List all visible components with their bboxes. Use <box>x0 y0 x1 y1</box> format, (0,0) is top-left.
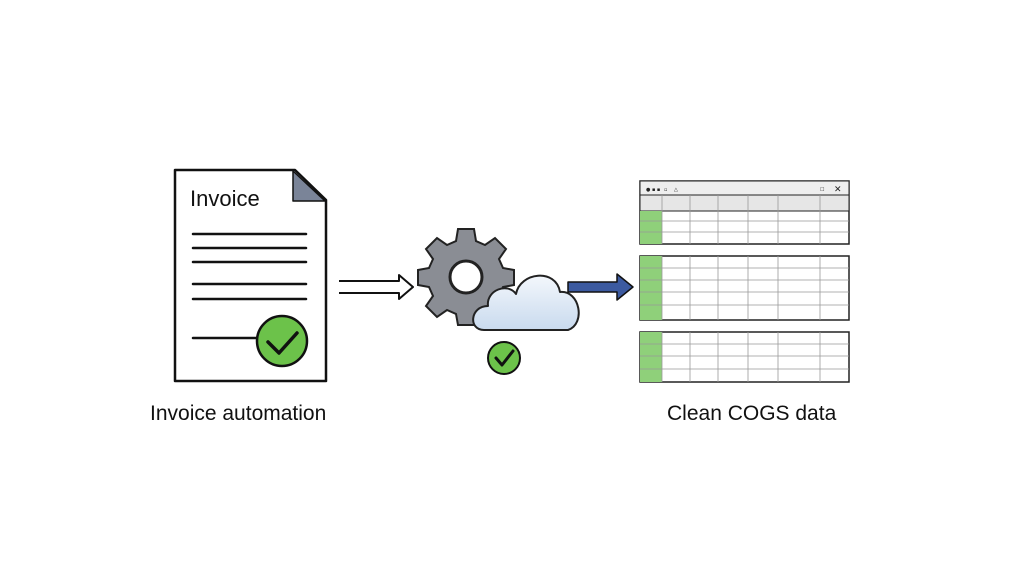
svg-text:▫: ▫ <box>664 187 667 193</box>
hollow-arrow-icon <box>339 274 414 300</box>
invoice-automation-label: Invoice automation <box>150 402 327 425</box>
invoice-title: Invoice <box>190 186 260 211</box>
blue-arrow-icon <box>567 273 634 301</box>
cloud-icon <box>472 274 580 331</box>
clean-cogs-data-label: Clean COGS data <box>667 402 837 425</box>
process-check-icon <box>487 341 521 375</box>
svg-text:△: △ <box>674 187 678 193</box>
spreadsheet-icon: ● ▪ ▪ ▫ △ ☐ ✕ <box>639 180 850 383</box>
svg-text:● ▪ ▪: ● ▪ ▪ <box>646 187 660 193</box>
invoice-text-lines <box>191 232 308 340</box>
invoice-check-icon <box>255 314 309 368</box>
svg-text:☐: ☐ <box>820 187 824 193</box>
svg-text:✕: ✕ <box>834 185 842 195</box>
invoice-document-icon: Invoice <box>173 168 328 383</box>
